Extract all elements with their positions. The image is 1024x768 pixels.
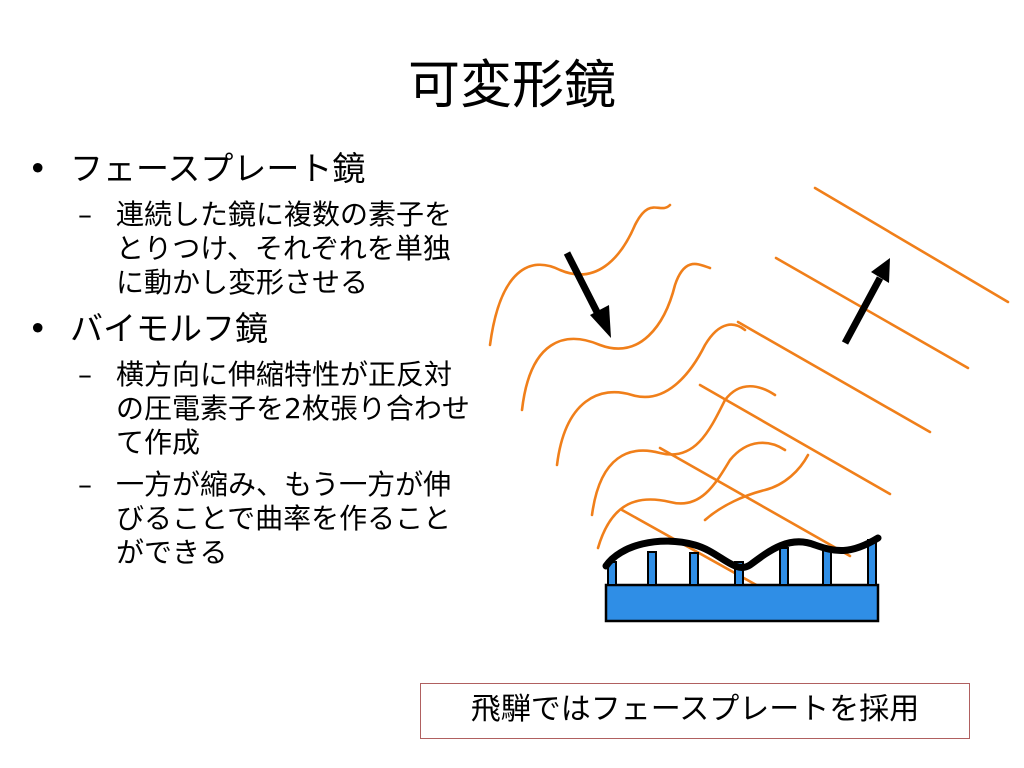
plane-wavefront (658, 446, 852, 558)
bullet-list: • フェースプレート鏡 – 連続した鏡に複数の素子をとりつけ、それぞれを単独に動… (28, 148, 498, 578)
outgoing-arrow (841, 258, 890, 345)
plane-wavefront (698, 383, 892, 496)
actuator (822, 548, 832, 586)
distorted-wavefront (703, 453, 810, 522)
sub-bullet-text: 一方が縮み、もう一方が伸びることで曲率を作ることができる (116, 468, 452, 569)
bullet-item: • フェースプレート鏡 (28, 148, 498, 190)
plane-wavefront (774, 256, 970, 370)
actuator (689, 552, 699, 586)
distorted-wavefront (520, 262, 712, 412)
bullet-item: • バイモルフ鏡 (28, 308, 498, 350)
actuators (607, 539, 877, 586)
bullet-icon: • (28, 309, 48, 348)
sub-bullet-item: – 横方向に伸縮特性が正反対の圧電素子を2枚張り合わせて作成 (28, 358, 476, 460)
distorted-wavefront (555, 323, 747, 467)
face-plate (602, 534, 882, 571)
distorted-wavefront (488, 203, 672, 347)
actuator (779, 547, 789, 586)
plane-wavefront (813, 186, 1010, 304)
distorted-wavefront (596, 441, 787, 550)
bullet-icon: • (28, 149, 48, 188)
distorted-wavefronts (488, 203, 810, 550)
slide-title: 可変形鏡 (407, 56, 616, 116)
sub-bullet-item: – 一方が縮み、もう一方が伸びることで曲率を作ることができる (28, 468, 456, 570)
dash-icon: – (78, 468, 92, 501)
mirror-base (604, 583, 880, 623)
dash-icon: – (78, 198, 92, 231)
sub-bullet-item: – 連続した鏡に複数の素子をとりつけ、それぞれを単独に動かし変形させる (28, 198, 476, 300)
distorted-wavefront (590, 384, 777, 517)
incoming-arrow (563, 251, 611, 338)
callout-box: 飛騨ではフェースプレートを採用 (420, 683, 970, 739)
sub-bullet-text: 横方向に伸縮特性が正反対の圧電素子を2枚張り合わせて作成 (116, 358, 470, 459)
corrected-wavefronts (620, 186, 1010, 617)
dash-icon: – (78, 358, 92, 391)
actuator (734, 561, 744, 586)
sub-bullet-text: 連続した鏡に複数の素子をとりつけ、それぞれを単独に動かし変形させる (116, 198, 453, 299)
actuator (647, 551, 657, 586)
bullet-label: フェースプレート鏡 (70, 149, 366, 188)
bullet-label: バイモルフ鏡 (70, 309, 268, 348)
deformable-mirror-diagram (488, 186, 1010, 623)
plane-wavefront (736, 320, 932, 434)
